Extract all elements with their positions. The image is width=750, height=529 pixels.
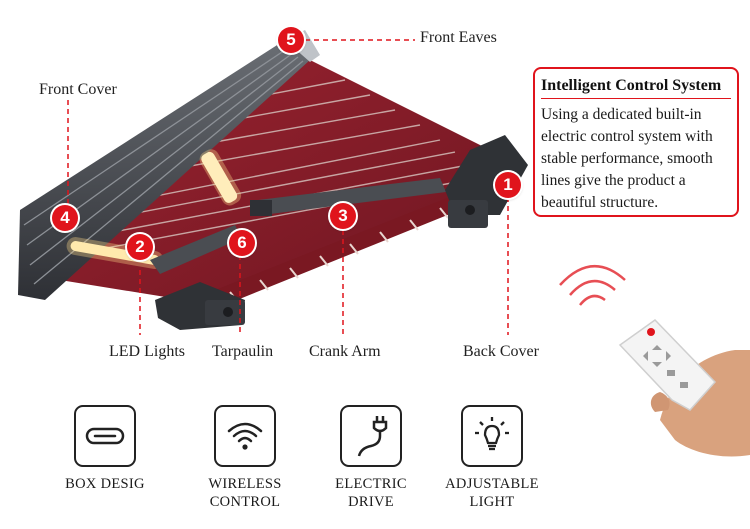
remote-control-hand: [559, 265, 750, 457]
feature-adjustable-light: ADJUSTABLE LIGHT: [437, 405, 547, 511]
label-led-lights: LED Lights: [109, 343, 185, 360]
feature-box-design: BOX DESIG: [50, 405, 160, 493]
feature-electric-drive: ELECTRIC DRIVE: [316, 405, 426, 511]
feature-label: BOX DESIG: [65, 476, 145, 492]
feature-label: WIRELESS CONTROL: [208, 476, 282, 510]
feature-wireless-control: WIRELESS CONTROL: [190, 405, 300, 511]
label-back-cover: Back Cover: [463, 343, 539, 360]
badge-5: 5: [278, 27, 304, 53]
label-front-eaves: Front Eaves: [420, 29, 497, 46]
tarpaulin-fabric: [60, 55, 500, 305]
wireless-icon: [214, 405, 276, 467]
plug-icon: [340, 405, 402, 467]
fabric-roll: [190, 185, 492, 315]
badge-1: 1: [495, 172, 521, 198]
label-crank-arm: Crank Arm: [309, 343, 381, 360]
info-text: Using a dedicated built-in electric cont…: [541, 106, 713, 211]
intelligent-control-box: Intelligent Control System Using a dedic…: [533, 67, 739, 217]
feature-label: ADJUSTABLE LIGHT: [445, 476, 539, 510]
info-title: Intelligent Control System: [541, 77, 731, 99]
badge-3: 3: [330, 203, 356, 229]
crank-arm-lower: [150, 225, 242, 274]
label-tarpaulin: Tarpaulin: [212, 343, 274, 360]
crank-arm-upper: [258, 178, 446, 215]
bulb-icon: [461, 405, 523, 467]
feature-label: ELECTRIC DRIVE: [335, 476, 407, 510]
badge-2: 2: [127, 234, 153, 260]
remote-body: [618, 319, 717, 411]
box-icon: [74, 405, 136, 467]
badge-6: 6: [229, 230, 255, 256]
badge-4: 4: [52, 205, 78, 231]
label-front-cover: Front Cover: [39, 81, 117, 98]
